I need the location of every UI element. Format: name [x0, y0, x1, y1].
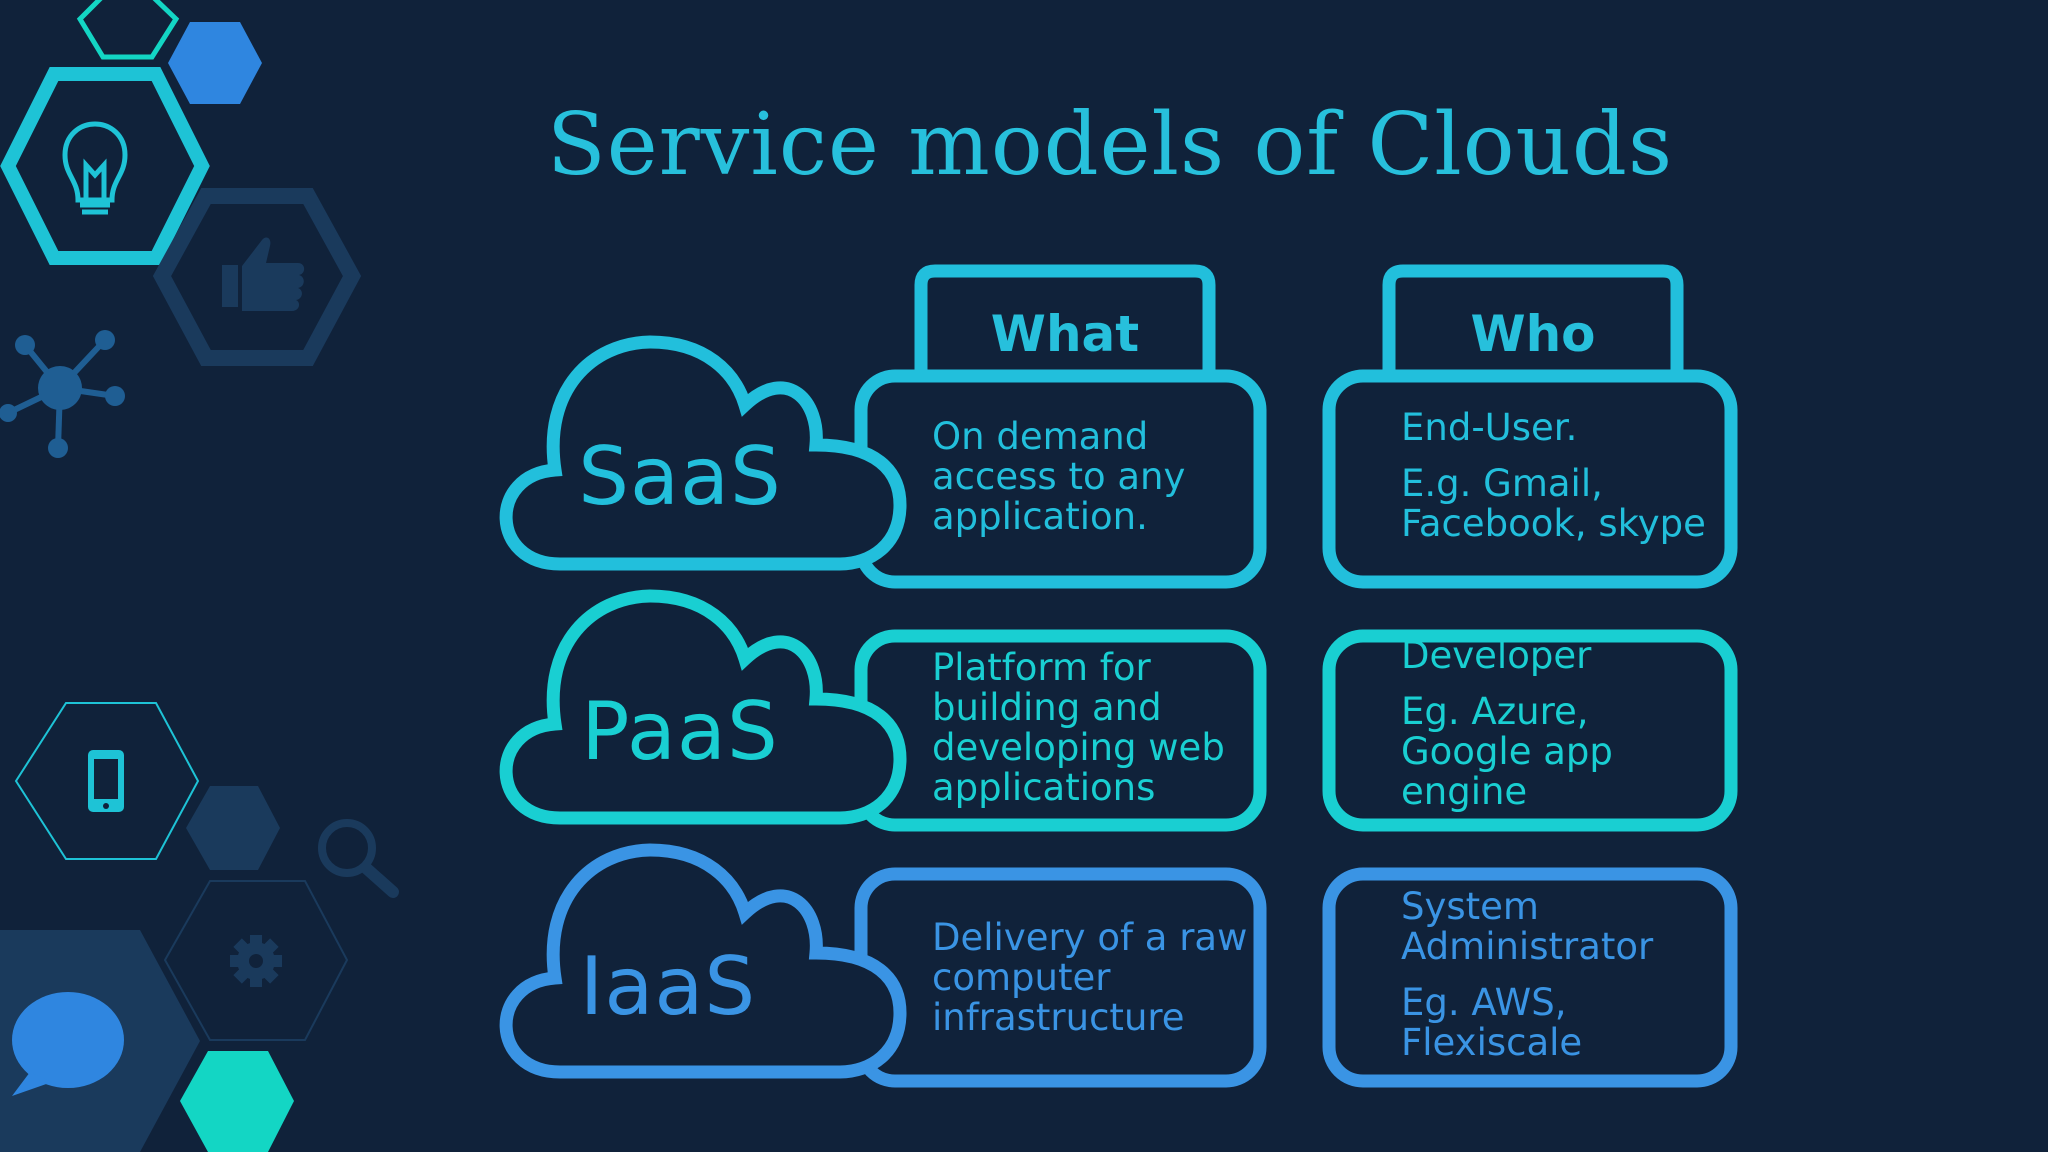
saas-what-text: On demand access to any application.: [932, 415, 1186, 538]
iaas-who-box: [1322, 867, 1738, 1088]
who-header: Who: [1470, 305, 1596, 363]
what-header: What: [990, 305, 1140, 363]
hexagon-icon: [0, 67, 210, 265]
iaas-what-text: Delivery of a raw computer infrastructur…: [932, 916, 1248, 1039]
hexagon-icon: [152, 188, 362, 366]
saas-cloud: [499, 335, 907, 571]
hexagon-icon: [14, 702, 200, 860]
saas-who-box: [1322, 369, 1738, 589]
hexagon-icon: [76, 0, 180, 60]
iaas-label: IaaS: [579, 940, 757, 1033]
saas-label: SaaS: [578, 430, 782, 523]
decorative-hexagon-panel: [0, 0, 399, 1152]
search-icon: [318, 819, 399, 898]
chat-bubble-icon: [12, 992, 124, 1096]
who-header-tab: [1382, 264, 1684, 372]
paas-cloud: [499, 589, 907, 825]
gear-icon: [230, 935, 282, 987]
network-icon: [0, 330, 125, 458]
thumbs-up-icon: [222, 237, 305, 311]
saas-who-text: End-User. E.g. Gmail, Facebook, skype: [1401, 406, 1706, 545]
iaas-who-text: System Administrator Eg. AWS, Flexiscale: [1401, 885, 1654, 1064]
hexagon-icon: [168, 22, 262, 104]
lightbulb-icon: [62, 121, 128, 215]
what-header-tab: [914, 264, 1216, 372]
iaas-cloud: [499, 843, 907, 1079]
page-title: Service models of Clouds: [546, 95, 1674, 195]
hexagon-icon: [180, 1051, 294, 1152]
hexagon-icon: [186, 786, 280, 870]
paas-what-text: Platform for building and developing web…: [932, 646, 1225, 809]
paas-who-text: Developer Eg. Azure, Google app engine: [1401, 634, 1613, 813]
hexagon-icon: [163, 880, 349, 1041]
paas-label: PaaS: [581, 685, 779, 778]
smartphone-icon: [88, 750, 124, 812]
paas-who-box: [1322, 629, 1738, 832]
